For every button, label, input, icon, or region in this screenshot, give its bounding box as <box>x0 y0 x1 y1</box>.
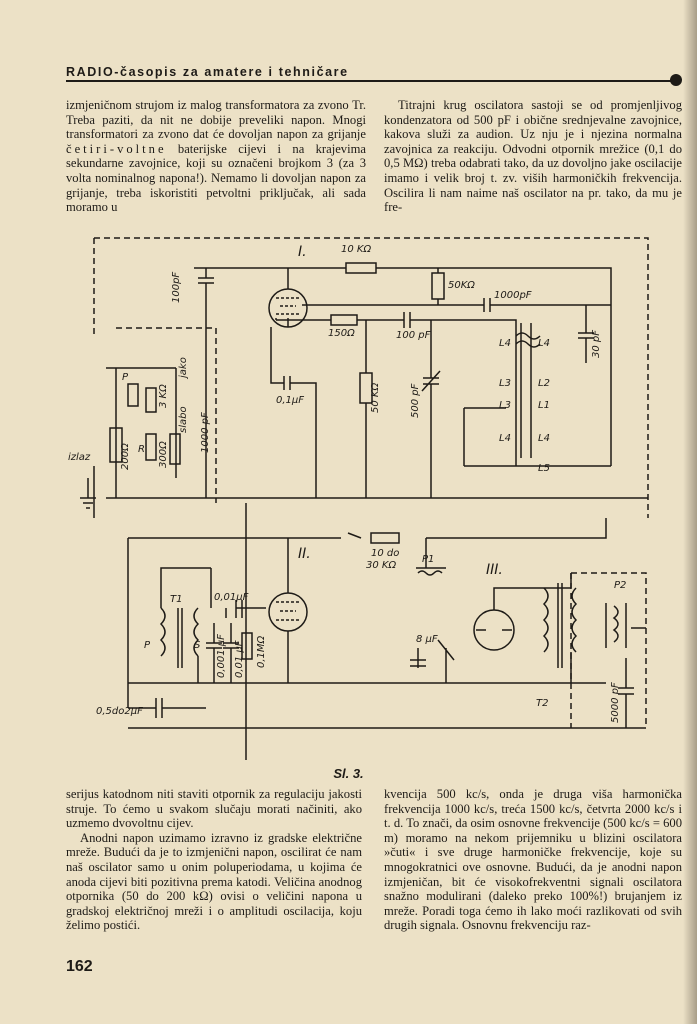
l3b-label: L3 <box>499 400 511 411</box>
t1-label: T1 <box>170 594 182 605</box>
l4a-label: L4 <box>499 338 511 349</box>
c-0001-label: 0,001 μF <box>216 634 227 678</box>
c-5000-label: 5000 pF <box>610 682 621 723</box>
t2-label: T2 <box>536 698 548 709</box>
header-rule <box>66 80 674 82</box>
p-t-label: P <box>144 640 151 651</box>
page-number: 162 <box>66 958 93 975</box>
s-label: S <box>194 640 201 651</box>
r-10-30-label: 10 do <box>371 548 399 559</box>
r-200-label: 200Ω <box>120 443 131 470</box>
r-300-label: 300Ω <box>158 441 169 468</box>
page-edge-shadow <box>683 0 697 1024</box>
l3a-label: L3 <box>499 378 511 389</box>
tube2-label: II. <box>298 546 311 562</box>
r-r-label: R <box>138 444 145 455</box>
c-8uf-label: 8 μF <box>416 634 438 645</box>
izlaz-label: izlaz <box>68 452 91 463</box>
bottom-left-paragraph-1: serijus katodnom niti staviti otpornik z… <box>66 787 362 831</box>
figure-caption: Sl. 3. <box>333 766 364 781</box>
jako-label: jako <box>178 357 189 380</box>
c-01uf-label: 0,1μF <box>276 395 304 406</box>
r-3k-label: 3 KΩ <box>158 384 169 408</box>
header-dot-icon <box>670 74 682 86</box>
top-left-text-spaced: četiri-voltne <box>66 141 167 156</box>
c-1000-v-label: 1000 pF <box>200 412 211 453</box>
c-0001b-label: 0,01 μF <box>234 640 245 678</box>
l4d-label: L4 <box>538 433 550 444</box>
r-10k-label: 10 KΩ <box>341 244 371 255</box>
c-100a-label: 100pF <box>171 272 182 303</box>
p1-label: P1 <box>422 554 434 565</box>
tube3-label: III. <box>486 562 503 578</box>
bottom-right-column: kvencija 500 kc/s, onda je druga viša ha… <box>384 787 682 933</box>
tube1-label: I. <box>298 244 307 260</box>
schematic-labels: I. 10 KΩ 50KΩ 1000pF 150Ω 100 pF 100pF 3… <box>68 244 626 723</box>
p-label: P <box>122 372 129 383</box>
r-50k-v-label: 50 KΩ <box>370 383 381 413</box>
c-500-label: 500 pF <box>410 383 421 418</box>
top-left-text-a: izmjeničnom strujom iz malog transformat… <box>66 98 366 142</box>
c-1000-label: 1000pF <box>494 290 532 301</box>
top-left-column: izmjeničnom strujom iz malog transformat… <box>66 98 366 215</box>
r-50k-label: 50KΩ <box>448 280 475 291</box>
l4b-label: L4 <box>538 338 550 349</box>
r-10-30b-label: 30 KΩ <box>366 560 396 571</box>
bottom-left-column: serijus katodnom niti staviti otpornik z… <box>66 787 362 933</box>
journal-title: RADIO-časopis za amatere i tehničare <box>66 65 349 79</box>
c-05-2-label: 0,5do2μF <box>96 706 143 717</box>
l4c-label: L4 <box>499 433 511 444</box>
bottom-left-paragraph-2: Anodni napon uzimamo izravno iz gradske … <box>66 830 362 933</box>
c-30-label: 30 pF <box>591 330 602 358</box>
top-right-column: Titrajni krug oscilatora sastoji se od p… <box>384 98 682 215</box>
r-01m-label: 0,1MΩ <box>256 635 267 668</box>
l5-label: L5 <box>538 463 550 474</box>
l1-label: L1 <box>538 400 550 411</box>
slabo-label: slabo <box>178 406 189 433</box>
l2-label: L2 <box>538 378 550 389</box>
p2-label: P2 <box>614 580 626 591</box>
c-100b-label: 100 pF <box>396 330 431 341</box>
top-left-text-b: baterijske cijevi i na krajevima sekunda… <box>66 141 366 215</box>
running-header: RADIO-časopis za amatere i tehničare <box>66 60 682 86</box>
circuit-schematic: I. 10 KΩ 50KΩ 1000pF 150Ω 100 pF 100pF 3… <box>68 237 649 760</box>
c-001-label: 0,01μF <box>214 592 249 603</box>
r-150-label: 150Ω <box>328 328 355 339</box>
